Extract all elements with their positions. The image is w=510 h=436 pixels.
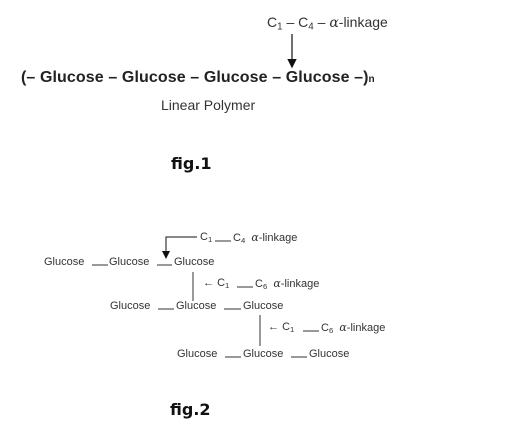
glucose-unit: Glucose <box>110 300 151 312</box>
c1c6-linkage-label-a: ← C1 <box>203 277 230 290</box>
c1c6-linkage-label-a-right: C6 α-linkage <box>255 277 320 291</box>
c1c6-linkage-label-b: ← C1 <box>268 321 295 334</box>
figure-label-2: fig.2 <box>170 400 211 419</box>
glucose-unit: Glucose <box>109 256 150 268</box>
glucose-unit: Glucose <box>243 348 284 360</box>
glucose-unit: Glucose <box>177 348 218 360</box>
glucose-unit: Glucose <box>44 256 85 268</box>
c1c4-linkage-label-right: C4 α-linkage <box>233 231 298 245</box>
linear-polymer-caption: Linear Polymer <box>161 97 256 113</box>
c1c4-linkage-label: C1 <box>200 231 213 244</box>
glucose-unit: Glucose <box>176 300 217 312</box>
c1c4-bracket-arrow <box>162 236 197 259</box>
figure-label-1: fig.1 <box>171 154 212 173</box>
glucose-unit: Glucose <box>243 300 284 312</box>
glucose-unit: Glucose <box>174 256 215 268</box>
linear-polymer-formula: (– Glucose – Glucose – Glucose – Glucose… <box>21 69 375 86</box>
glucose-unit: Glucose <box>309 348 350 360</box>
c1c6-linkage-label-b-right: C6 α-linkage <box>321 321 386 335</box>
fig1-linkage-label: C1 – C4 – α-linkage <box>267 14 388 33</box>
